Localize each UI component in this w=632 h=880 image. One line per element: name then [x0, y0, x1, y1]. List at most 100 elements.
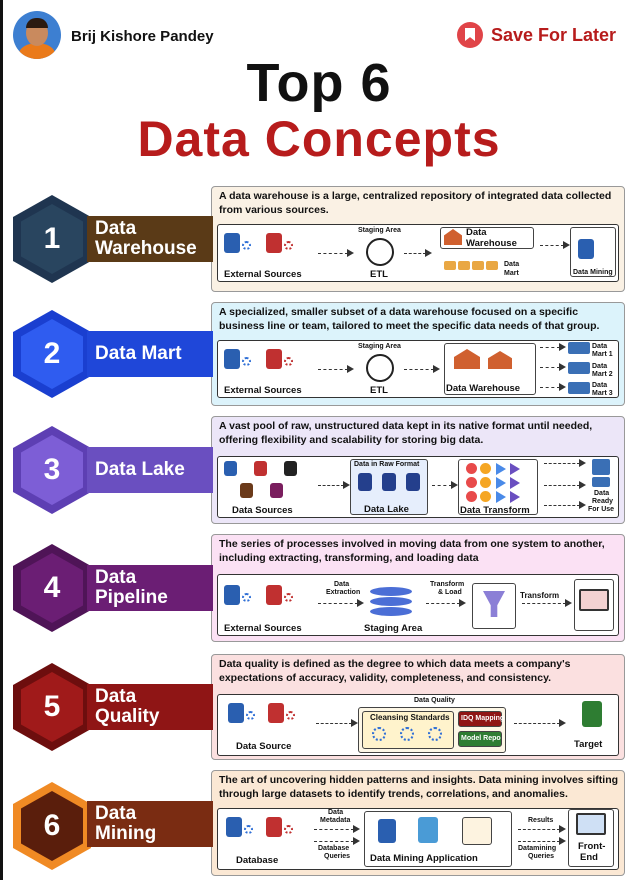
front-end-label-1: Front- [578, 841, 606, 852]
database-icon [270, 483, 283, 498]
database-icon [226, 817, 242, 837]
results-label: Results [528, 817, 554, 824]
warehouse-icon [454, 349, 480, 369]
warehouse-box [444, 343, 536, 395]
database-icon [228, 703, 244, 723]
database-icon [224, 461, 237, 476]
dashboard-icon [579, 589, 609, 611]
data-ready-icon [592, 477, 610, 487]
flow-diagram: Data Sources Data in Raw Format Data Lak… [217, 456, 619, 518]
gear-icon [242, 241, 251, 250]
front-end-label-2: End [580, 852, 598, 863]
data-shape-icon [496, 477, 506, 489]
cleansing-standards-label: Cleansing Standards [370, 713, 450, 722]
data-quality-label: Data Quality [414, 697, 455, 704]
data-dot-icon [480, 477, 491, 488]
gear-icon [372, 727, 386, 741]
arrow-icon [544, 501, 586, 509]
gear-icon [284, 241, 293, 250]
staging-disk-icon [370, 587, 412, 596]
arrow-icon [318, 481, 350, 489]
arrow-icon [318, 365, 354, 373]
mining-app-label: Data Mining Application [370, 853, 478, 864]
database-icon [224, 349, 240, 369]
gear-icon [284, 825, 293, 834]
database-icon [254, 461, 267, 476]
arrow-icon [314, 825, 360, 833]
etl-label: ETL [370, 385, 388, 396]
number-hex: 3 [13, 426, 91, 514]
data-shape-icon [510, 477, 520, 489]
database-icon [240, 483, 253, 498]
arrow-icon [522, 599, 572, 607]
number-hex: 4 [13, 544, 91, 632]
data-ready-label-1: Data [594, 490, 610, 497]
external-sources-label: External Sources [224, 623, 302, 634]
data-ready-label-3: For Use [588, 506, 615, 513]
page-title: Top 6 [246, 53, 392, 113]
database-icon [358, 473, 372, 491]
staging-area-label: Staging Area [358, 343, 401, 350]
staging-area-label: Staging Area [358, 227, 401, 234]
raw-format-label: Data in Raw Format [354, 461, 420, 468]
concept-title: Data Lake [87, 447, 213, 493]
etl-icon [366, 354, 394, 382]
data-lake-label: Data Lake [364, 504, 409, 515]
number-hex: 2 [13, 310, 91, 398]
data-mart-icon [472, 261, 484, 270]
arrow-icon [432, 481, 458, 489]
warehouse-box [440, 227, 534, 249]
arrow-icon [544, 481, 586, 489]
queries-label-2: Queries [324, 853, 351, 860]
warehouse-icon [488, 351, 512, 369]
data-warehouse-label: Data Warehouse [446, 383, 521, 394]
arrow-icon [318, 599, 364, 607]
database-icon [266, 233, 282, 253]
gear-icon [286, 711, 295, 720]
concept-description: A specialized, smaller subset of a data … [219, 306, 600, 332]
arrow-icon [540, 383, 566, 391]
gear-icon [284, 357, 293, 366]
gear-icon [428, 727, 442, 741]
arrow-icon [540, 363, 566, 371]
mart-label-1: Data [504, 261, 520, 268]
data-dot-icon [466, 491, 477, 502]
database-icon [382, 473, 396, 491]
gear-icon [246, 711, 255, 720]
etl-label: ETL [370, 269, 388, 280]
monitor-icon [576, 813, 606, 835]
metadata-label-2: Metadata [320, 817, 351, 824]
arrow-icon [518, 825, 566, 833]
model-repo-box [458, 731, 502, 747]
transform-load-label-2: & Load [438, 589, 462, 596]
staging-disk-icon [370, 597, 412, 606]
target-label: Target [574, 739, 603, 750]
data-mart-icon [568, 362, 590, 374]
data-mart-icon [458, 261, 470, 270]
gear-icon [242, 357, 251, 366]
arrow-icon [318, 249, 354, 257]
chart-icon [462, 817, 492, 845]
data-ready-label-2: Ready [592, 498, 614, 505]
gear-icon [244, 825, 253, 834]
data-mart-icon [486, 261, 498, 270]
database-label: Database [236, 855, 279, 866]
author-avatar [13, 11, 61, 59]
extraction-label-2: Extraction [326, 589, 361, 596]
arrow-icon [316, 719, 358, 727]
data-mart-3-label: Data Mart 3 [592, 382, 613, 397]
concept-description: A data warehouse is a large, centralized… [219, 190, 612, 216]
number-hex: 1 [13, 195, 91, 283]
number-hex: 6 [13, 782, 91, 870]
database-icon [266, 349, 282, 369]
page-subtitle: Data Concepts [137, 111, 501, 167]
save-for-later-button[interactable]: Save For Later [457, 22, 616, 48]
arrow-icon [518, 837, 566, 845]
data-mining-label: Data Mining [573, 269, 613, 276]
data-source-label: Data Source [236, 741, 292, 752]
arrow-icon [514, 719, 566, 727]
database-icon [266, 585, 282, 605]
